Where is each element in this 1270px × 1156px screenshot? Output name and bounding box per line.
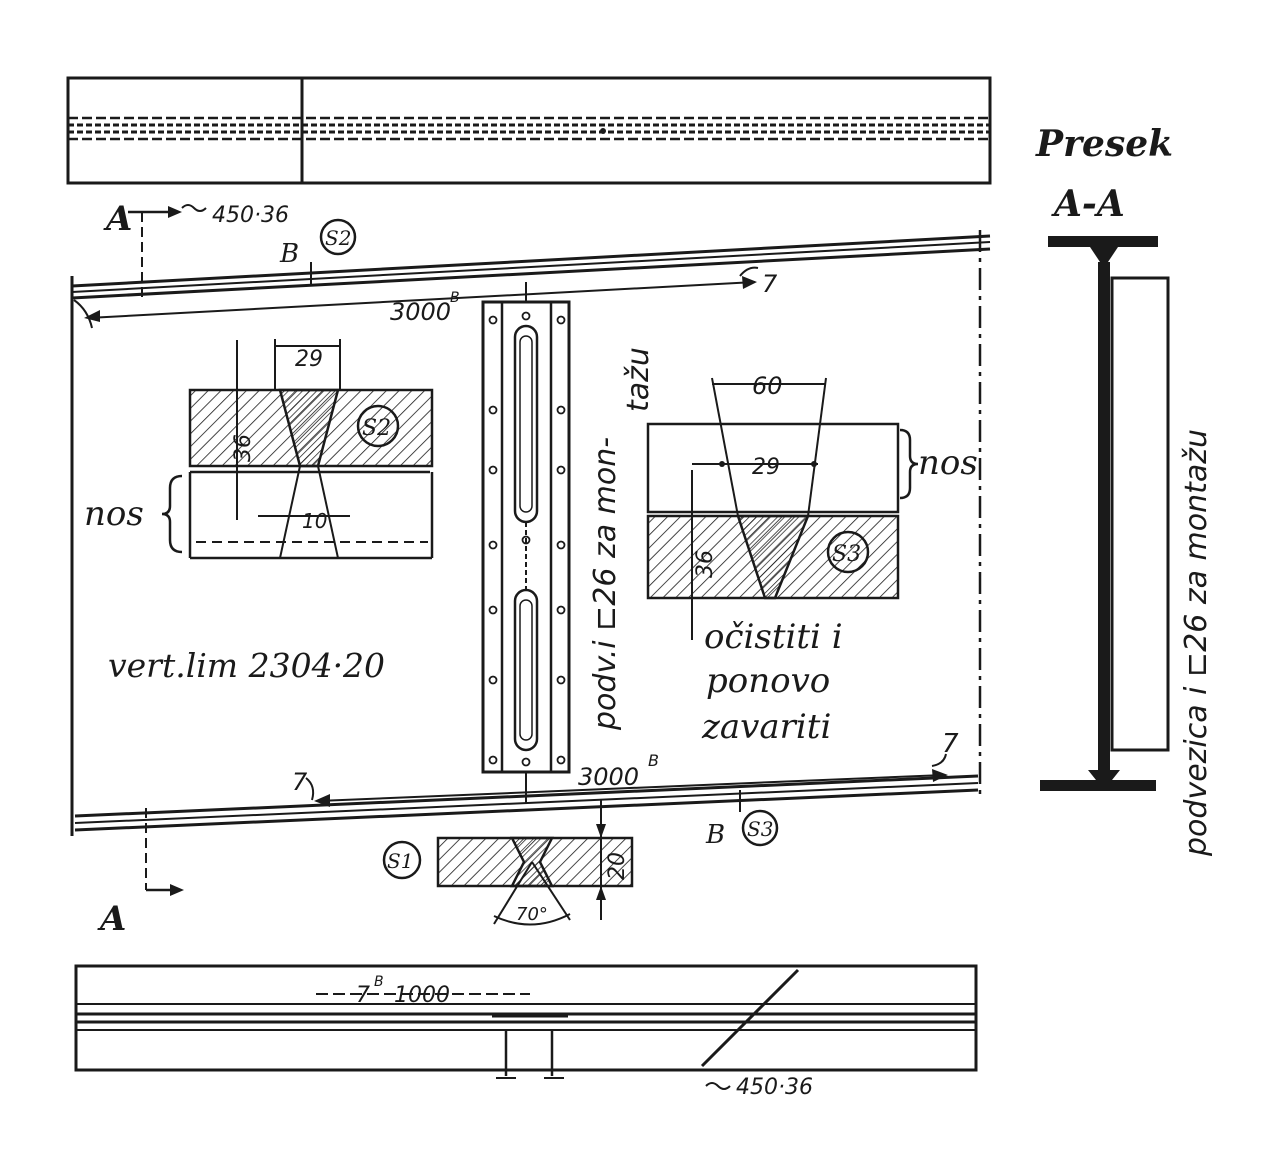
right-detail-note-line3: zavariti <box>701 707 831 747</box>
weld-detail-bottom: S1 20 70° <box>382 800 634 926</box>
section-mark-bottom-letter: A <box>97 899 126 939</box>
bottom-plan-dim-sup: B <box>374 974 384 990</box>
top-dim-sup: B <box>450 290 460 306</box>
left-detail-symbol: S2 <box>362 416 391 441</box>
bottom-weld-symbol: S3 <box>747 817 773 841</box>
section-label: A-A <box>1051 183 1125 225</box>
top-plan-view <box>66 76 992 185</box>
main-elevation: A 450·36 B S2 3000 B 7 <box>70 199 991 939</box>
right-detail-thickness: 36 <box>693 550 718 578</box>
bottom-dim-sup: B <box>648 751 659 770</box>
bottom-weld-symbol-circle <box>741 809 779 847</box>
top-weld-symbol-circle <box>319 218 357 256</box>
section-title: Presek <box>1035 123 1173 165</box>
weld-detail-right: 60 29 36 S3 nos očistiti i ponovo zavari… <box>646 372 978 747</box>
weld-detail-left: 29 36 10 S2 nos <box>84 339 434 560</box>
bottom-detail-symbol: S1 <box>387 849 413 873</box>
bottom-plan-view: 7 B 1000 450·36 <box>74 964 978 1100</box>
right-detail-side-label: nos <box>918 443 978 483</box>
section-mark-top-letter: A <box>103 199 132 239</box>
bottom-plan-plate-dimension: 450·36 <box>736 1075 813 1100</box>
left-detail-root: 10 <box>302 509 327 533</box>
splice-slot-lower <box>513 588 539 752</box>
splice-label-line2: tažu <box>621 347 656 412</box>
left-detail-side-label: nos <box>84 494 144 534</box>
top-plate-dimension: 450·36 <box>212 203 289 228</box>
top-dim-num: 7 <box>762 270 778 298</box>
top-dim-length: 3000 <box>390 298 451 326</box>
section-side-label: podvezica i ⊏26 za montažu <box>1179 429 1214 857</box>
bottom-plan-dim-num: 7 <box>356 983 370 1008</box>
right-detail-note-line2: ponovo <box>706 661 830 701</box>
bottom-dim-num-left: 7 <box>292 768 308 796</box>
top-weld-mark: B <box>279 239 299 269</box>
left-detail-thickness: 36 <box>231 434 256 462</box>
bottom-weld-mark: B <box>705 820 725 850</box>
right-detail-note-line1: očistiti i <box>704 617 843 657</box>
web-plate-label: vert.lim 2304·20 <box>108 646 385 685</box>
bottom-detail-thickness: 20 <box>605 852 630 880</box>
right-detail-top-width: 60 <box>752 372 783 400</box>
top-weld-symbol: S2 <box>325 226 351 250</box>
left-detail-top-width: 29 <box>295 347 323 372</box>
splice-label-line1: podv.i ⊏26 za mon- <box>588 437 623 731</box>
right-detail-symbol: S3 <box>832 542 861 567</box>
bottom-detail-angle: 70° <box>516 904 548 925</box>
splice-slot-upper <box>513 324 539 524</box>
right-detail-inner-width: 29 <box>752 455 780 480</box>
section-splice-plate <box>1110 276 1170 752</box>
bottom-dim-length: 3000 <box>578 763 639 791</box>
bottom-plan-dim-length: 1000 <box>394 983 450 1008</box>
section-a-a: Presek A-A podvezica i ⊏26 za montažu <box>1035 123 1214 857</box>
bottom-dim-num-right: 7 <box>942 729 959 759</box>
